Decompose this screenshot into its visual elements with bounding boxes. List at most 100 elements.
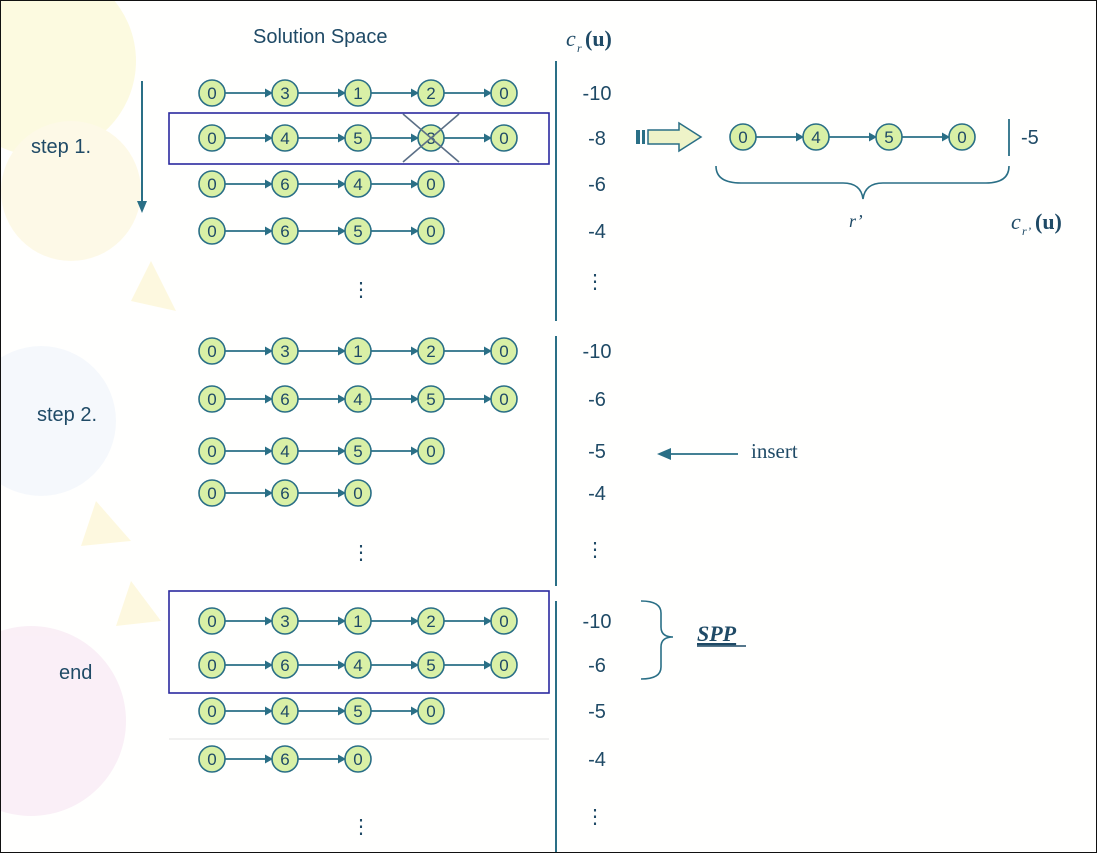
step-3-row-1-value: -10 xyxy=(583,611,612,633)
step-2-row-3-node-label-2: 5 xyxy=(353,442,362,461)
cost-header-subscript: r xyxy=(577,41,582,55)
step-1-row-3-node-label-1: 6 xyxy=(280,175,289,194)
step-3-row-4: 0 6 0 -4 xyxy=(199,746,606,772)
step-3-row-3-node-label-2: 5 xyxy=(353,702,362,721)
step-1-row-1-node-label-2: 1 xyxy=(353,84,362,103)
step-2-label: step 2. xyxy=(37,404,97,426)
step-1-ellipsis: ⋮ xyxy=(351,279,371,301)
derive-arrow xyxy=(636,123,701,151)
step-1-row-1: 0 3 1 2 0 -10 xyxy=(199,80,611,106)
step-1-row-2-node-label-1: 4 xyxy=(280,129,289,148)
step-2-row-2-node-label-1: 6 xyxy=(280,390,289,409)
step-2-row-3: 0 4 5 0 -5 xyxy=(199,438,606,464)
step-3-row-3-node-label-3: 0 xyxy=(426,702,435,721)
step-1-row-2-node-label-4: 0 xyxy=(499,129,508,148)
step-1-row-3-value: -6 xyxy=(588,174,606,196)
step-2-row-4-node-label-0: 0 xyxy=(207,484,216,503)
step-1-row-2-node-label-2: 5 xyxy=(353,129,362,148)
spp-label: SPP xyxy=(697,621,737,646)
derived-route: 0450 xyxy=(730,124,975,150)
step-2-row-2-node-label-4: 0 xyxy=(499,390,508,409)
step-3-row-1-node-label-1: 3 xyxy=(280,612,289,631)
step-1-row-4-node-label-0: 0 xyxy=(207,222,216,241)
step-3-row-2-node-label-4: 0 xyxy=(499,656,508,675)
spp-brace xyxy=(641,601,673,679)
step-3-row-4-node-label-2: 0 xyxy=(353,750,362,769)
step-2-row-2: 0 6 4 5 0 -6 xyxy=(199,386,606,412)
route-r-prime-label: r’ xyxy=(849,211,863,231)
derived-cost-label: c r’ (u) xyxy=(1011,209,1062,238)
step-3-row-1-node-label-4: 0 xyxy=(499,612,508,631)
step-3-row-2-value: -6 xyxy=(588,655,606,677)
derived-route-node-label-0: 0 xyxy=(738,128,747,147)
insert-label: insert xyxy=(751,439,798,463)
step-2-row-4-node-label-1: 6 xyxy=(280,484,289,503)
step-1-row-2-node-label-0: 0 xyxy=(207,129,216,148)
step-2-row-3-node-label-1: 4 xyxy=(280,442,289,461)
end-label: end xyxy=(59,662,92,684)
step-1-row-1-node-label-1: 3 xyxy=(280,84,289,103)
step-2-row-2-node-label-0: 0 xyxy=(207,390,216,409)
step-3-row-3: 0 4 5 0 -5 xyxy=(199,698,606,724)
derived-cost-argument: (u) xyxy=(1035,209,1062,234)
step-2-row-1-node-label-4: 0 xyxy=(499,342,508,361)
derived-cost-symbol: c xyxy=(1011,209,1021,234)
step-2-row-3-node-label-0: 0 xyxy=(207,442,216,461)
end-value-ellipsis: ⋮ xyxy=(585,806,605,828)
step-3-row-2-node-label-1: 6 xyxy=(280,656,289,675)
step-2-row-1-value: -10 xyxy=(583,341,612,363)
step-2-row-2-value: -6 xyxy=(588,389,606,411)
step-3-row-3-node-label-1: 4 xyxy=(280,702,289,721)
step-1-row-1-node-label-0: 0 xyxy=(207,84,216,103)
step-3-row-1-node-label-2: 1 xyxy=(353,612,362,631)
derived-route-node-label-1: 4 xyxy=(811,128,820,147)
derived-route-brace xyxy=(716,166,1009,199)
step-1-label: step 1. xyxy=(31,136,91,158)
step-1-row-3-node-label-2: 4 xyxy=(353,175,362,194)
step-2-row-3-node-label-3: 0 xyxy=(426,442,435,461)
step-2-row-2-node-label-3: 5 xyxy=(426,390,435,409)
end-ellipsis: ⋮ xyxy=(351,816,371,838)
step-1-row-3-node-label-0: 0 xyxy=(207,175,216,194)
step-2-row-2-node-label-2: 4 xyxy=(353,390,362,409)
step-2-row-1: 03120-10 xyxy=(199,338,611,364)
step-3-row-1-node-label-0: 0 xyxy=(207,612,216,631)
insert-arrow xyxy=(657,448,738,460)
step-1-value-ellipsis: ⋮ xyxy=(585,271,605,293)
step-2-row-4-value: -4 xyxy=(588,483,606,505)
step-1-row-2-value: -8 xyxy=(588,128,606,150)
step-1-row-3: 0 6 4 0 -6 xyxy=(199,171,606,197)
step-1-row-1-node-label-3: 2 xyxy=(426,84,435,103)
step-3-row-3-value: -5 xyxy=(588,701,606,723)
step-3-row-4-value: -4 xyxy=(588,749,606,771)
step-3-row-4-node-label-0: 0 xyxy=(207,750,216,769)
step-2-ellipsis: ⋮ xyxy=(351,542,371,564)
step-2-row-4-node-label-2: 0 xyxy=(353,484,362,503)
cost-header: c r (u) xyxy=(566,26,612,55)
derived-route-node-label-2: 5 xyxy=(884,128,893,147)
step-2-row-4: 0 6 0 -4 xyxy=(199,480,606,506)
step-1-row-1-node-label-4: 0 xyxy=(499,84,508,103)
step-3-row-4-node-label-1: 6 xyxy=(280,750,289,769)
step-1-row-2: 04530-8 xyxy=(199,114,606,162)
derived-route-value: -5 xyxy=(1021,127,1039,149)
step-3-row-3-node-label-0: 0 xyxy=(207,702,216,721)
step-3-row-2-node-label-2: 4 xyxy=(353,656,362,675)
step-1-row-4-node-label-1: 6 xyxy=(280,222,289,241)
step-2-row-1-node-label-1: 3 xyxy=(280,342,289,361)
step-2-row-3-value: -5 xyxy=(588,441,606,463)
solution-space-title: Solution Space xyxy=(253,26,388,48)
cost-header-argument: (u) xyxy=(585,26,612,51)
step-3-row-2-node-label-3: 5 xyxy=(426,656,435,675)
step-1-row-4-node-label-3: 0 xyxy=(426,222,435,241)
step-3-row-1-node-label-3: 2 xyxy=(426,612,435,631)
step-3-row-2-node-label-0: 0 xyxy=(207,656,216,675)
cost-header-symbol: c xyxy=(566,26,576,51)
step-2-row-1-node-label-0: 0 xyxy=(207,342,216,361)
step-1-row-1-value: -10 xyxy=(583,83,612,105)
step-2-row-1-node-label-3: 2 xyxy=(426,342,435,361)
step-1-row-3-node-label-3: 0 xyxy=(426,175,435,194)
step-1-row-4-value: -4 xyxy=(588,221,606,243)
